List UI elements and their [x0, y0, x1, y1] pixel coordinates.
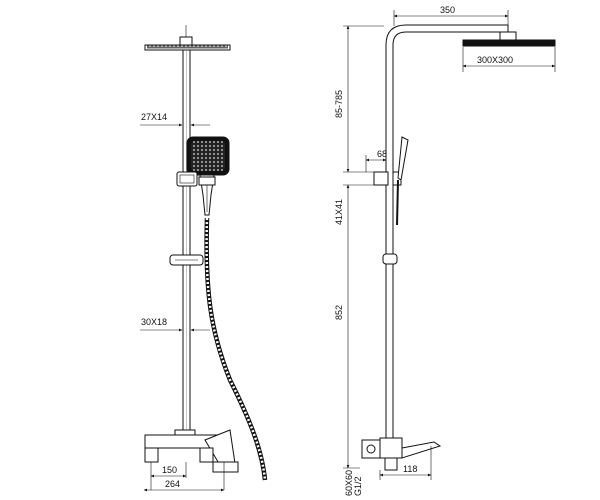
dim-head-size: 300X300 — [462, 47, 556, 72]
dim-label-inlet-thread: G1/2 — [353, 476, 363, 496]
hand-shower-holder — [176, 171, 198, 187]
front-view: 27X14 30X18 — [140, 25, 268, 492]
side-inlet: 118 — [361, 437, 442, 480]
dim-label-rail-bottom: 30X18 — [141, 317, 167, 327]
dim-label-head-size: 300X300 — [477, 55, 513, 65]
dim-mixer-outer: 264 — [143, 479, 225, 492]
dim-label-mixer-inner: 150 — [162, 465, 177, 475]
side-bracket — [382, 253, 398, 265]
side-view: 350 300X300 85-785 41X41 — [334, 5, 556, 496]
dim-rail-bottom: 30X18 — [140, 317, 210, 332]
side-holder — [373, 171, 402, 186]
dim-rail-top: 27X14 — [140, 112, 210, 127]
dim-mixer-inner: 150 — [150, 465, 187, 478]
dim-vertical-chain — [343, 25, 384, 469]
dim-arm-offset: 68 — [365, 149, 387, 172]
dim-label-rail-top: 27X14 — [141, 112, 167, 122]
dim-label-inlet-size: 60X60 — [344, 470, 354, 496]
dim-label-height-range: 85-785 — [334, 90, 344, 118]
dim-label-mixer-outer: 264 — [165, 479, 180, 489]
dim-label-arm-offset: 68 — [377, 149, 387, 159]
front-rain-head — [144, 25, 231, 51]
front-rail — [182, 49, 191, 436]
shower-hose — [204, 217, 268, 481]
side-hand-shower — [396, 136, 409, 226]
hand-shower — [186, 136, 230, 216]
side-riser — [385, 24, 509, 439]
front-mixer — [144, 429, 239, 490]
dim-label-holder-size: 41X41 — [334, 199, 344, 225]
dim-label-head-arm: 350 — [440, 5, 455, 15]
rail-bracket — [169, 254, 204, 266]
dim-label-rail-height: 852 — [334, 305, 344, 320]
side-rain-head — [462, 31, 556, 47]
dim-label-spout-reach: 118 — [403, 464, 417, 474]
